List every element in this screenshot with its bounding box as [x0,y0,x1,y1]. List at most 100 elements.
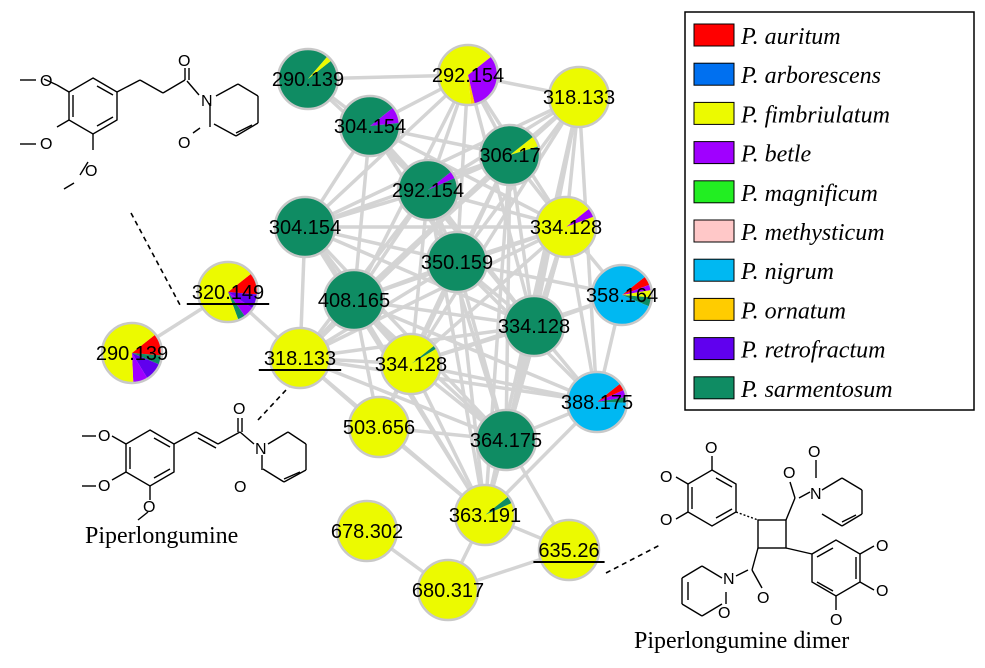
network-node[interactable]: 350.159 [421,230,493,294]
structure-top-left-ring [68,77,118,135]
pie-slice [132,353,162,365]
node-label: 388.175 [561,392,633,414]
network-node[interactable]: 306.17 [478,123,542,187]
pie-slice [622,295,652,307]
node-label: 318.133 [543,87,615,109]
atom-o-1: O [808,444,820,461]
connector-dimer [605,544,661,574]
node-label: 290.139 [96,343,168,365]
pie-slice [324,270,384,330]
pie-slice [102,323,156,383]
pie-slice [504,296,564,356]
legend-swatch [693,297,735,321]
network-node[interactable]: 292.154 [432,43,504,107]
network-node[interactable]: 290.139 [96,321,168,385]
node-label: 363.191 [449,505,521,527]
legend-label: P. nigrum [740,259,834,285]
pie-slice [418,560,478,620]
node-label: 408.165 [318,290,390,312]
atom-o-2: O [783,465,795,482]
node-label: 320.149 [192,282,264,304]
node-outline [425,230,489,294]
network-node[interactable]: 290.139 [272,47,344,111]
network-node[interactable]: 334.128 [375,332,447,396]
pie-slice [536,197,596,258]
atom-n-1: N [810,486,822,503]
network-node[interactable]: 334.128 [530,195,602,259]
network-node[interactable]: 408.165 [318,268,390,332]
node-outline [335,499,399,563]
atom-o-7: O [876,583,888,600]
network-node[interactable]: 678.302 [331,499,403,563]
legend-swatch [693,337,735,361]
network-node[interactable]: 363.191 [449,483,521,547]
pie-slice [132,334,162,356]
network-node[interactable]: 364.175 [470,408,542,472]
piperlongumine-caption: Piperlongumine [85,523,238,549]
node-label: 334.128 [498,316,570,338]
network-nodes: 290.139 292.154 318.133 304.154 306.17 292.15… [96,43,658,622]
atom-o-methoxy3: O [85,163,97,180]
network-node[interactable]: 503.656 [343,395,415,459]
pie-slice [228,292,246,321]
atom-o-6: O [876,538,888,555]
network-node[interactable]: 680.317 [412,558,484,622]
network-node[interactable]: 292.154 [392,158,464,222]
network-node[interactable]: 635.26 [533,518,605,582]
pie-slice [349,397,409,457]
pie-slice [622,276,651,295]
network-edge [409,96,581,365]
atom-o-5: O [705,440,717,457]
pie-slice [510,136,539,155]
node-label: 334.128 [375,354,447,376]
node-outline [537,518,601,582]
node-outline [474,408,538,472]
atom-o-10: O [830,612,842,629]
network-node[interactable]: 318.133 [543,65,615,129]
network-edge [353,298,598,404]
legend-swatch [693,141,735,165]
network-node[interactable]: 304.154 [269,195,341,259]
pie-slice [622,289,652,298]
structure-dimer: O N O O O O O O N O O O Piperlongumine d… [634,440,888,654]
pie-slice [485,496,513,515]
node-outline [100,321,164,385]
network-edge [352,299,487,516]
network-node[interactable]: 304.154 [334,94,406,158]
node-label: 292.154 [432,65,504,87]
node-label: 358.164 [586,285,658,307]
node-label: 304.154 [269,217,341,239]
node-outline [396,158,460,222]
legend-label: P. fimbriulatum [740,102,890,128]
pie-slice [132,353,160,379]
network-node[interactable]: 388.175 [561,370,633,434]
network-node[interactable]: 318.133 [258,326,342,390]
pie-slice [370,107,400,126]
node-outline [268,326,332,390]
dimer-caption: Piperlongumine dimer [634,628,849,654]
pie-slice [566,208,595,227]
node-outline [590,263,654,327]
node-label: 292.154 [392,180,464,202]
structure-piperlongumine: O N O O O O Piperlongumine [82,401,307,549]
node-outline [347,395,411,459]
network-node[interactable]: 358.164 [586,263,658,327]
node-outline [502,294,566,358]
network-node[interactable]: 334.128 [498,294,570,358]
legend-label: P. retrofractum [740,338,885,364]
node-outline [416,558,480,622]
pie-slice [567,372,627,432]
pie-slice [549,67,609,127]
structure-connectors [130,212,661,574]
node-outline [196,260,260,324]
pie-slice [337,501,397,561]
node-label: 334.128 [530,217,602,239]
legend-swatch [693,219,735,243]
node-label: 290.139 [272,69,344,91]
network-node[interactable]: 320.149 [186,260,270,324]
atom-o-3: O [660,469,672,486]
network-edge [299,356,507,442]
node-label: 364.175 [470,430,542,452]
